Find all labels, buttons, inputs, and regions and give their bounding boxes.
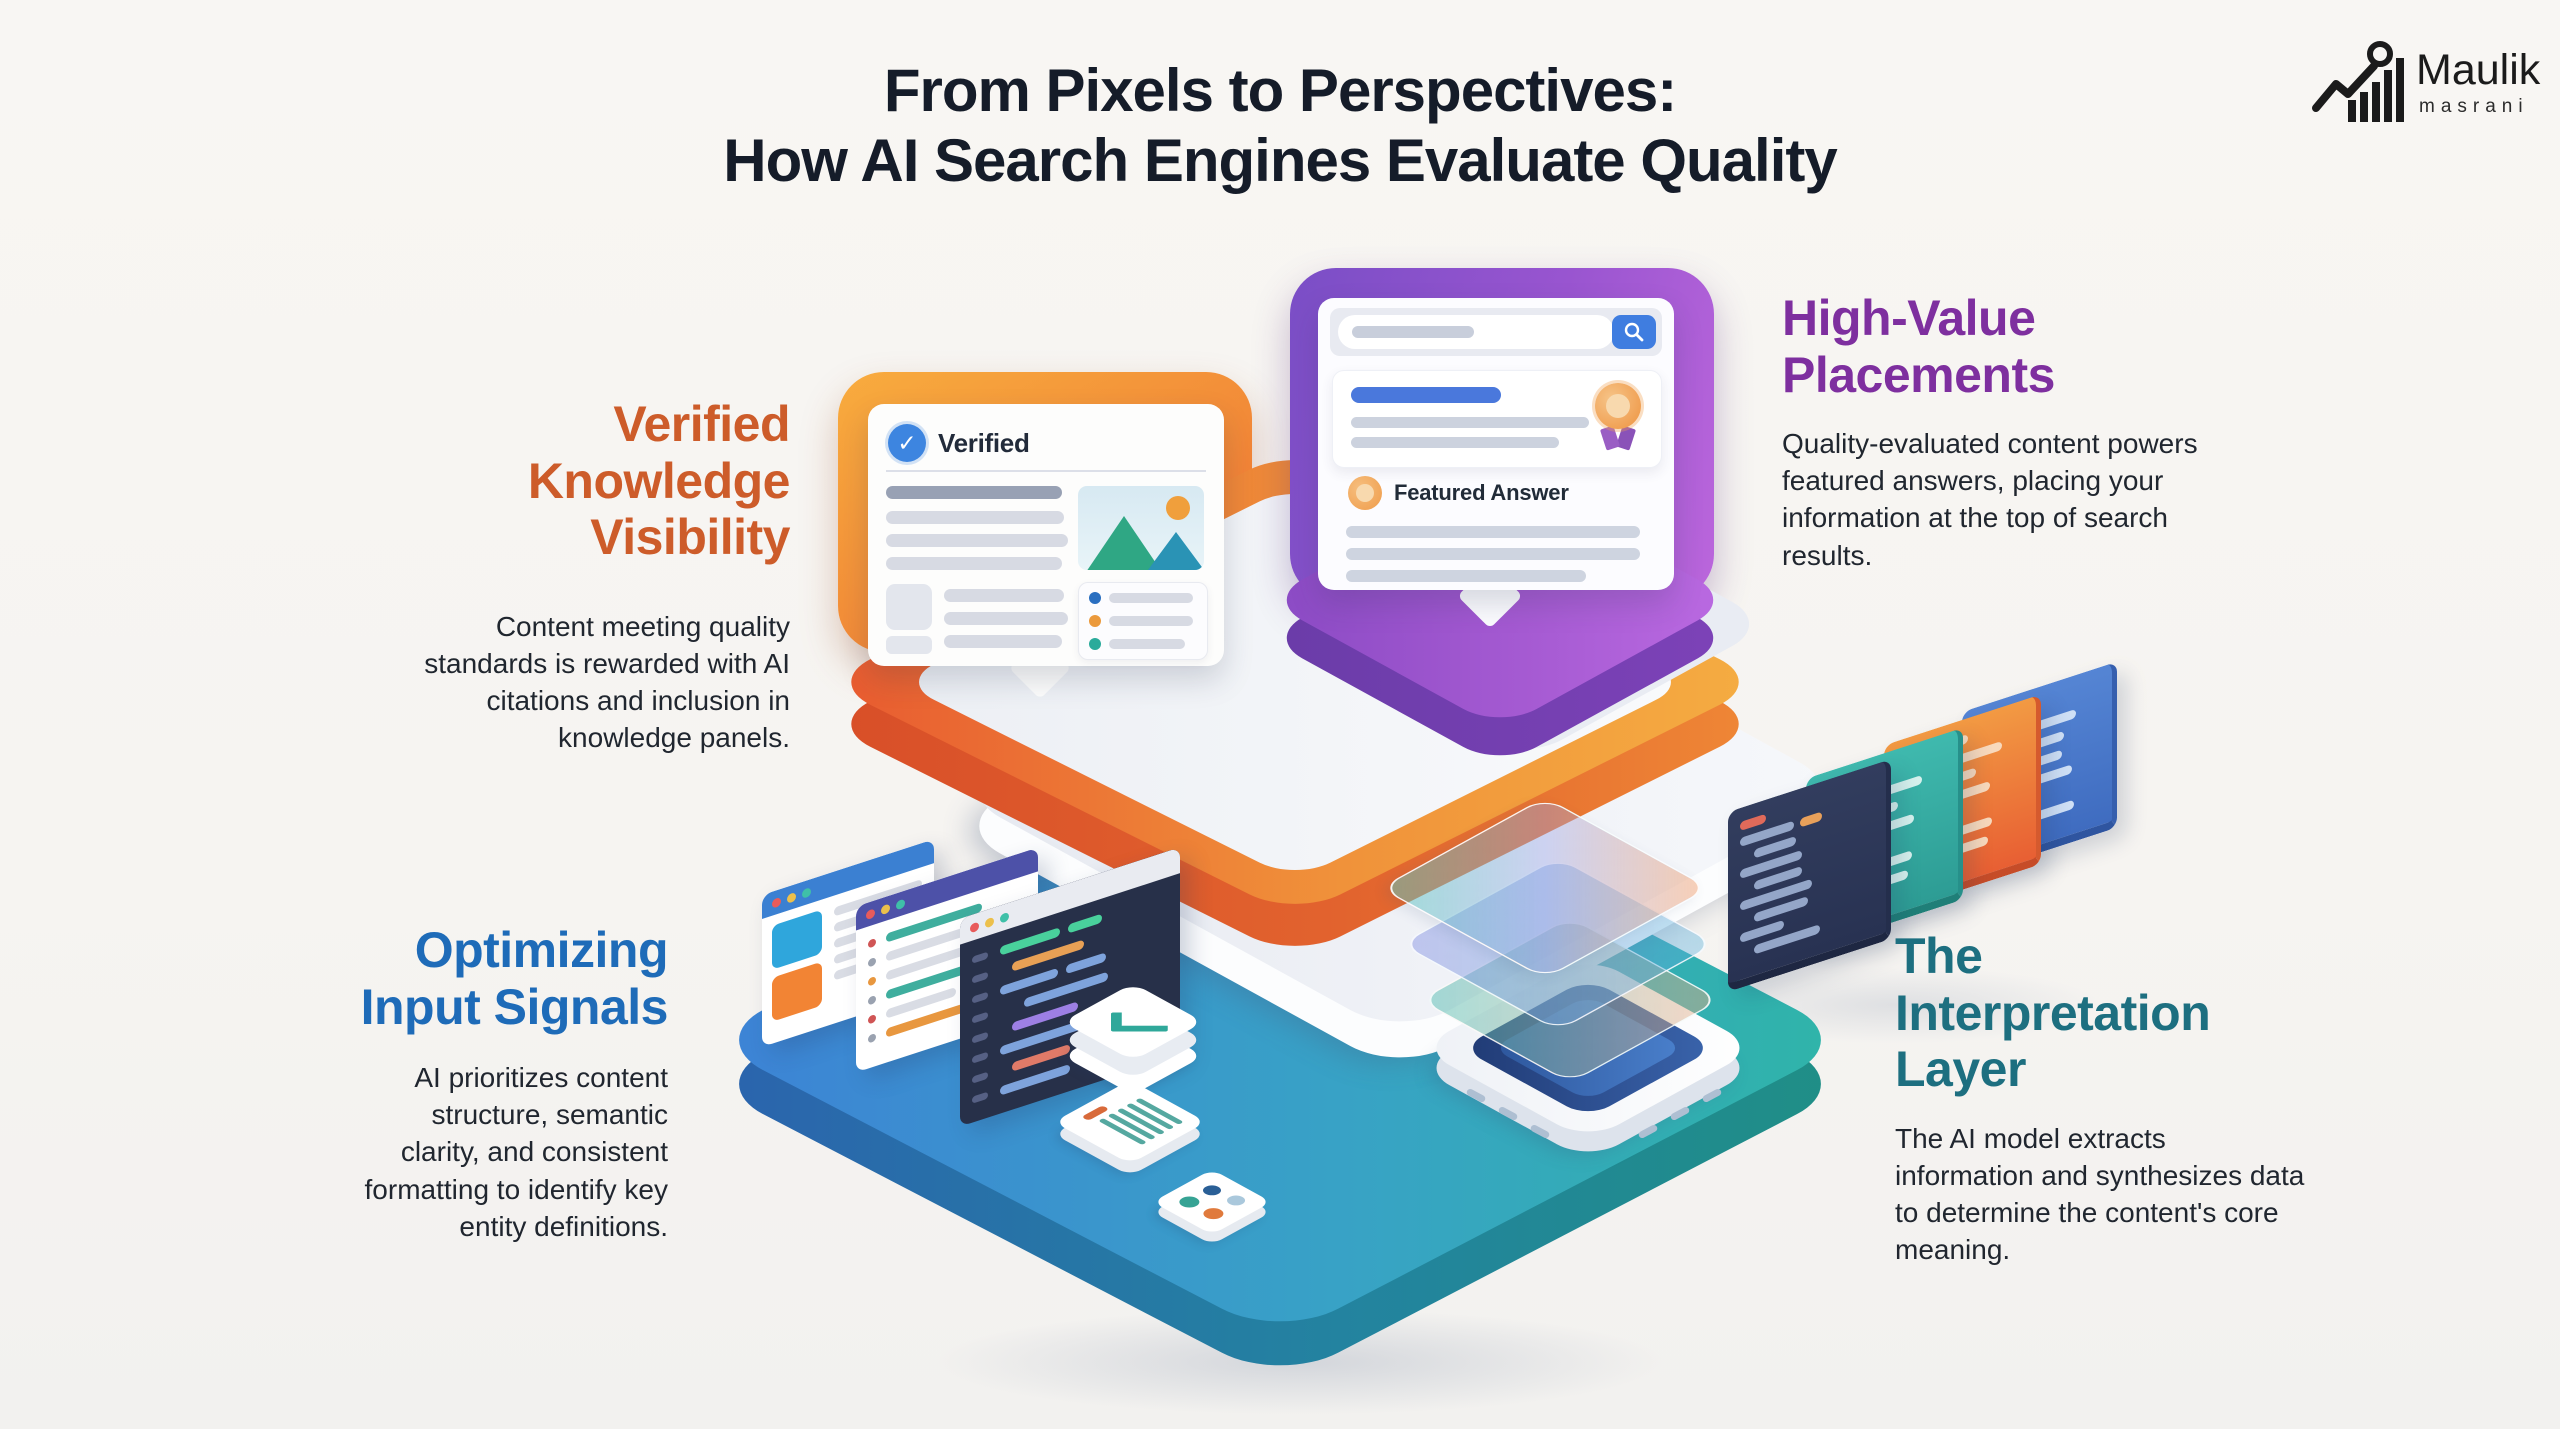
brand-logo: Maulik masrani xyxy=(2312,34,2560,144)
tile-blue xyxy=(772,909,822,970)
bullet-dot xyxy=(1089,592,1101,604)
bullet-dot xyxy=(1089,615,1101,627)
tile-orange xyxy=(772,961,822,1022)
bullet-line xyxy=(1109,593,1193,603)
dot-lightblue xyxy=(1223,1193,1249,1208)
section-placements: High-Value Placements Quality-evaluated … xyxy=(1782,290,2252,574)
section-verified-heading: Verified Knowledge Visibility xyxy=(527,396,791,565)
text-line xyxy=(886,557,1062,570)
search-button[interactable] xyxy=(1612,315,1656,349)
sun-icon xyxy=(1166,496,1190,520)
section-placements-heading: High-Value Placements xyxy=(1782,290,2055,403)
bullet-line xyxy=(1109,639,1185,649)
text-line xyxy=(886,511,1064,524)
bullet-list-box xyxy=(1078,582,1208,660)
search-input[interactable] xyxy=(1338,315,1614,349)
image-placeholder xyxy=(1078,486,1204,570)
answer-line xyxy=(1346,548,1640,560)
bullet-line xyxy=(1109,616,1193,626)
mountain-icon xyxy=(1142,532,1204,570)
section-verified-body: Content meeting quality standards is rew… xyxy=(424,610,790,754)
magnifier-icon xyxy=(1624,322,1644,342)
bar-chart-magnifier-icon xyxy=(2312,41,2404,122)
verified-card-divider xyxy=(886,470,1206,472)
section-interpretation-heading: The Interpretation Layer xyxy=(1895,928,2211,1097)
doc-slab-navy-code xyxy=(1728,759,1891,992)
section-interpretation: The Interpretation Layer The AI model ex… xyxy=(1895,928,2345,1268)
verified-card-label: Verified xyxy=(938,428,1030,458)
check-icon xyxy=(1110,1012,1168,1032)
dot-teal xyxy=(1175,1194,1204,1210)
result-snippet-line xyxy=(1351,417,1589,428)
verified-badge-icon: ✓ xyxy=(888,424,926,462)
search-bar xyxy=(1330,308,1662,356)
section-interpretation-body: The AI model extracts information and sy… xyxy=(1895,1122,2305,1266)
page-title: From Pixels to Perspectives: How AI Sear… xyxy=(0,56,2560,196)
page-title-line1: From Pixels to Perspectives: xyxy=(883,57,1677,124)
bullet-dot xyxy=(1089,638,1101,650)
page-title-line2: How AI Search Engines Evaluate Quality xyxy=(723,127,1837,195)
text-line xyxy=(886,534,1068,547)
medal-icon xyxy=(1348,476,1382,510)
section-signals-heading: Optimizing Input Signals xyxy=(360,922,669,1035)
text-line xyxy=(886,486,1062,499)
result-title-bar xyxy=(1351,387,1501,403)
section-verified: Verified Knowledge Visibility Content me… xyxy=(340,396,790,756)
logo-name: Maulik xyxy=(2416,46,2541,94)
text-line xyxy=(944,589,1064,602)
logo-subname: masrani xyxy=(2419,96,2529,117)
section-placements-body: Quality-evaluated content powers feature… xyxy=(1782,428,2198,571)
thumb-placeholder xyxy=(886,636,932,654)
dot-navy xyxy=(1199,1183,1225,1198)
verified-card: ✓ Verified xyxy=(868,404,1224,666)
thumb-placeholder xyxy=(886,584,932,630)
section-signals: Optimizing Input Signals AI prioritizes … xyxy=(250,922,669,1245)
text-line xyxy=(944,612,1068,625)
top-result-card xyxy=(1332,370,1662,468)
result-snippet-line xyxy=(1351,437,1559,448)
featured-card: Featured Answer xyxy=(1318,298,1674,590)
featured-answer-label: Featured Answer xyxy=(1394,480,1569,505)
search-query-placeholder xyxy=(1352,326,1474,338)
answer-line xyxy=(1346,570,1586,582)
text-line xyxy=(944,635,1062,648)
dot-orange xyxy=(1199,1205,1228,1222)
answer-line xyxy=(1346,526,1640,538)
section-signals-body: AI prioritizes content structure, semant… xyxy=(364,1062,668,1242)
